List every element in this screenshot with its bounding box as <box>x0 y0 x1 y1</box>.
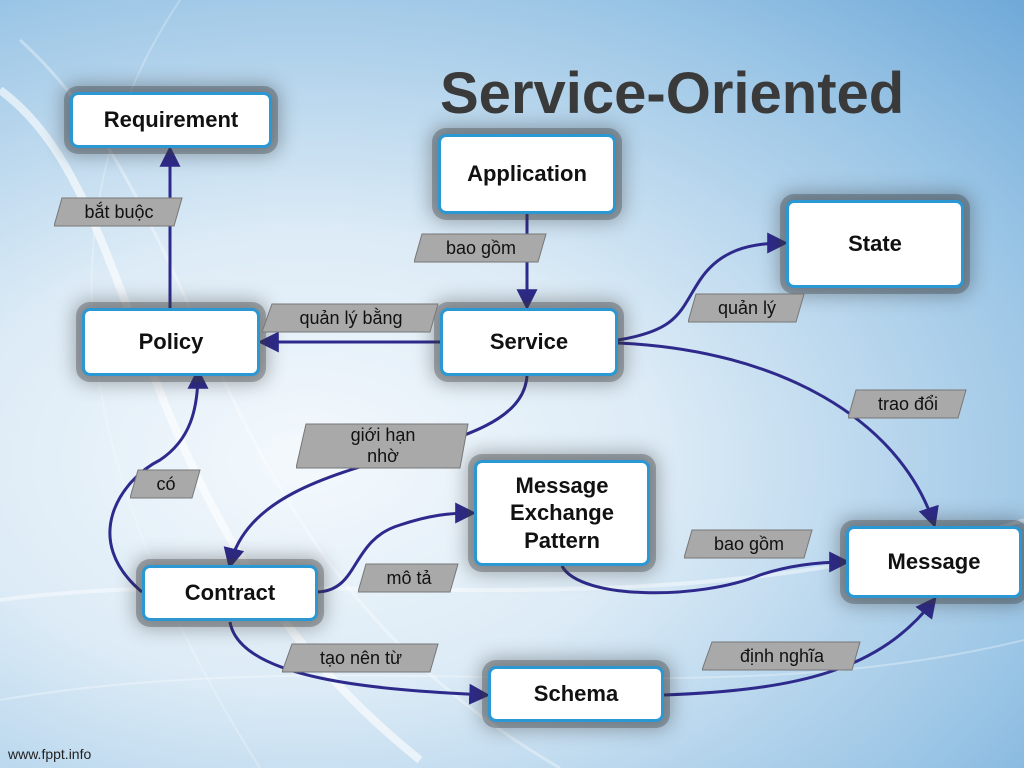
node-application-label: Application <box>467 161 587 187</box>
node-message-label: Message <box>887 549 981 575</box>
node-requirement-label: Requirement <box>103 107 239 133</box>
node-message: Message <box>846 526 1022 598</box>
edge-label-gioi-han-text-2: nhờ <box>367 446 399 466</box>
edge-label-mo-ta: mô tả <box>358 562 460 594</box>
node-mep-label-1: Message <box>515 472 609 498</box>
node-mep-label-2: Exchange <box>510 500 614 526</box>
edge-label-quan-ly-text: quản lý <box>717 297 777 318</box>
node-mep-label-3: Pattern <box>524 527 600 553</box>
node-service-label: Service <box>489 329 569 355</box>
edge-label-dinh-nghia: định nghĩa <box>702 640 862 672</box>
edge-label-bao-gom-2: bao gồm <box>684 528 814 560</box>
node-schema-label: Schema <box>533 681 619 707</box>
node-requirement: Requirement <box>70 92 272 148</box>
edge-label-bao-gom-2-text: bao gồm <box>713 533 785 554</box>
edge-label-quan-ly: quản lý <box>688 292 806 324</box>
arrow-service-state <box>617 232 789 342</box>
edge-label-bat-buoc: bắt buộc <box>54 196 184 228</box>
edge-label-tao-nen-tu-text: tạo nên từ <box>319 647 403 668</box>
node-policy-label: Policy <box>138 329 204 355</box>
edge-label-gioi-han-text-1: giới hạn <box>350 425 416 446</box>
edge-label-co-text: có <box>156 473 176 494</box>
arrow-mep-message <box>560 551 851 595</box>
arrow-schema-message <box>663 596 937 697</box>
edge-label-gioi-han-nho: giới hạn nhờ <box>296 422 470 470</box>
arrow-contract-mep <box>317 502 477 594</box>
node-message-exchange-pattern: Message Exchange Pattern <box>474 460 650 566</box>
node-state-label: State <box>848 231 902 257</box>
edge-label-bao-gom-1-text: bao gồm <box>445 237 517 258</box>
edge-label-quan-ly-bang-text: quản lý bằng <box>299 307 403 328</box>
edge-label-bao-gom-1: bao gồm <box>414 232 548 264</box>
footer-site: www.fppt.info <box>8 746 92 762</box>
node-service: Service <box>440 308 618 376</box>
edge-label-trao-doi-text: trao đổi <box>877 393 939 414</box>
arrow-contract-schema <box>228 621 491 705</box>
slide-title: Service-Oriented <box>440 61 905 126</box>
edge-label-bat-buoc-text: bắt buộc <box>84 201 154 222</box>
node-state: State <box>786 200 964 288</box>
node-policy: Policy <box>82 308 260 376</box>
edge-label-co: có <box>130 468 202 500</box>
node-schema: Schema <box>488 666 664 722</box>
edge-label-mo-ta-text: mô tả <box>386 567 432 588</box>
node-application: Application <box>438 134 616 214</box>
arrow-service-message <box>617 341 939 528</box>
edge-label-tao-nen-tu: tạo nên từ <box>282 642 440 674</box>
node-contract: Contract <box>142 565 318 621</box>
arrow-contract-policy <box>108 367 209 594</box>
edge-label-quan-ly-bang: quản lý bằng <box>262 302 440 334</box>
edge-label-trao-doi: trao đổi <box>848 388 968 420</box>
node-contract-label: Contract <box>184 580 276 606</box>
edge-label-dinh-nghia-text: định nghĩa <box>739 645 825 666</box>
